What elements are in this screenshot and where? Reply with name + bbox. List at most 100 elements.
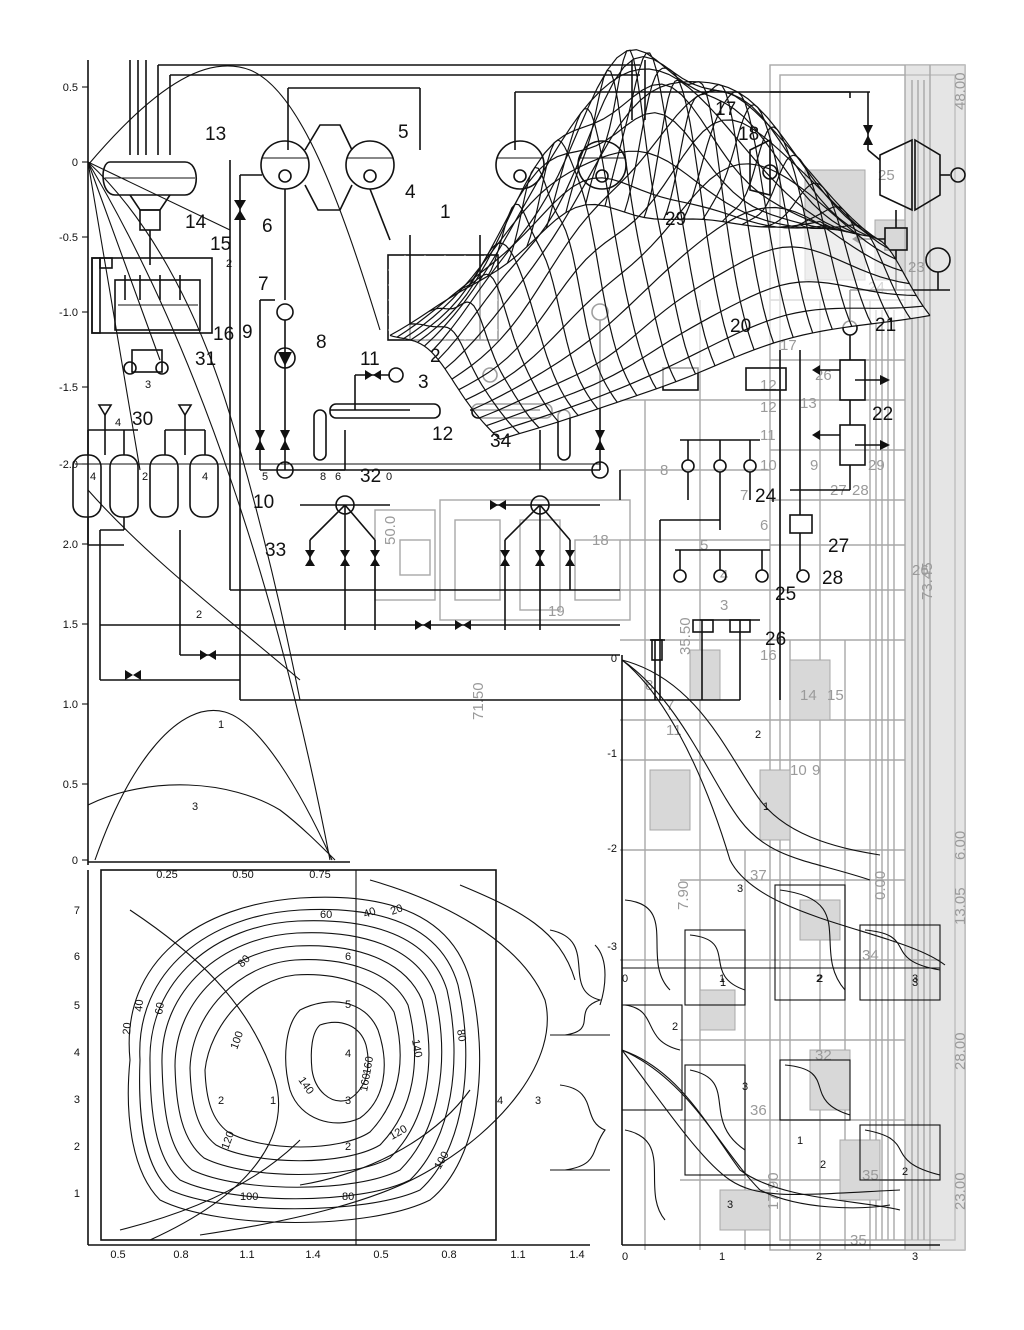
right-profiles: 0 -1 -2 -3 0 1 2 3 0 1 2 3 (607, 653, 946, 1263)
contour-inner: 2 (218, 1095, 224, 1107)
small-label: 5 (262, 471, 268, 483)
mesh-line (389, 334, 501, 440)
contour-level: 120 (388, 1123, 410, 1143)
plan-dim-1: 48.00 (952, 72, 969, 110)
mesh-line (643, 79, 755, 350)
right-x-tick: 2 (816, 1251, 822, 1263)
contour-x-tick: 1.4 (305, 1249, 320, 1261)
plan-room: 3 (720, 597, 728, 614)
curve-label-3: 3 (192, 801, 198, 813)
plan-room: 13 (800, 395, 817, 412)
plan-room: 34 (862, 947, 879, 964)
plan-dim-5: 13.05 (952, 887, 969, 925)
contour-x-tick: 0.8 (173, 1249, 188, 1261)
plan-room: 9 (810, 457, 818, 474)
lower-left-curves: 1 3 0.25 0.50 0.75 (87, 710, 350, 881)
label-22: 22 (872, 404, 893, 425)
plan-room: 5 (700, 537, 708, 554)
label-20: 20 (730, 316, 751, 337)
mesh-line (702, 104, 814, 334)
small-label: 2 (142, 471, 148, 483)
plan-room: 37 (750, 867, 767, 884)
label-34: 34 (490, 431, 512, 452)
left-tick: -0.5 (59, 232, 78, 244)
contour-inner: 3 (345, 1095, 351, 1107)
contour-level: 80 (454, 1028, 468, 1042)
plan-room: 35 (862, 1167, 879, 1184)
contour-level: 100 (432, 1150, 452, 1172)
mesh-line (409, 323, 520, 435)
plan-room: 4 (720, 567, 728, 584)
plan-room: 6 (760, 517, 768, 534)
plan-room: 11 (666, 722, 682, 739)
label-17: 17 (715, 99, 736, 120)
plan-dim-13: 17.90 (765, 1172, 782, 1210)
right-curve-label: 2 (755, 729, 761, 741)
small-label: 0 (386, 471, 392, 483)
label-16: 16 (213, 324, 234, 345)
right-x-tick: 3 (912, 973, 918, 985)
label-13: 13 (205, 124, 226, 145)
small-label: 4 (115, 417, 121, 429)
plan-room: 36 (750, 1102, 767, 1119)
label-25: 25 (775, 584, 796, 605)
mesh-line (682, 91, 794, 338)
contour-level: 160 (361, 1055, 376, 1075)
plan-dim-9: 7.90 (675, 881, 692, 910)
contour-level: 160 (358, 1072, 373, 1092)
contour-y-tick: 7 (74, 905, 80, 917)
contour-inner: 4 (345, 1048, 351, 1060)
contour-y-tick: 2 (74, 1141, 80, 1153)
schematic-small-labels: 2 3 4 2 4 4 5 8 6 0 2 (90, 258, 392, 621)
left-tick: 0.5 (63, 82, 78, 94)
label-21: 21 (875, 315, 896, 336)
contour-inner: 2 (345, 1141, 351, 1153)
lower-tick: 0.25 (156, 869, 177, 881)
right-x-tick: 0 (622, 973, 628, 985)
contour-inner: 6 (345, 951, 351, 963)
contour-level: 60 (320, 909, 332, 921)
left-tick: 1.0 (63, 699, 78, 711)
plan-room: 10 (760, 457, 777, 474)
small-label: 6 (335, 471, 341, 483)
plan-dim-10: 35.50 (677, 617, 694, 655)
label-2: 2 (430, 346, 441, 367)
left-tick: 0 (72, 855, 78, 867)
contour-plot: 7 6 5 4 3 2 1 0.5 0.8 1.1 1.4 0.5 0.8 1.… (74, 869, 610, 1261)
contour-inner: 3 (535, 1095, 541, 1107)
curve-label-1: 1 (218, 719, 224, 731)
label-24: 24 (755, 486, 777, 507)
plan-room: 35 (850, 1232, 867, 1249)
contour-x-tick: 0.5 (373, 1249, 388, 1261)
mesh-line (506, 166, 618, 403)
plan-room: 28 (852, 482, 869, 499)
mesh-line (761, 182, 872, 325)
contour-inner: 1 (270, 1095, 276, 1107)
contour-x-tick: 1.1 (239, 1249, 254, 1261)
contour-level: 40 (133, 999, 146, 1012)
label-29: 29 (665, 209, 686, 230)
plan-room: 23 (908, 259, 925, 276)
left-tick: -1.5 (59, 382, 78, 394)
mesh-line (467, 242, 579, 416)
plan-room: 7 (666, 697, 674, 714)
right-x-tick: 2 (816, 973, 822, 985)
right-curve-label: 2 (817, 973, 823, 985)
plan-room: 10 (790, 762, 807, 779)
label-18b: 18 (592, 532, 609, 549)
mesh-line (584, 49, 697, 375)
right-curve-label: 2 (902, 1166, 908, 1178)
label-27: 27 (828, 536, 849, 557)
right-curve-label: 3 (742, 1081, 748, 1093)
mesh-line (428, 301, 540, 429)
contour-level: 20 (389, 902, 405, 917)
mesh-surface (389, 49, 931, 440)
mesh-line (448, 273, 560, 423)
mesh-line (604, 52, 716, 367)
mesh-line (721, 126, 833, 330)
contour-y-tick: 6 (74, 951, 80, 963)
floor-plan-background: 48.00 73.45 26 6.00 13.05 0.00 28.00 23.… (374, 64, 969, 1251)
plan-room: 16 (760, 647, 777, 664)
plan-room: 12 (760, 377, 777, 394)
